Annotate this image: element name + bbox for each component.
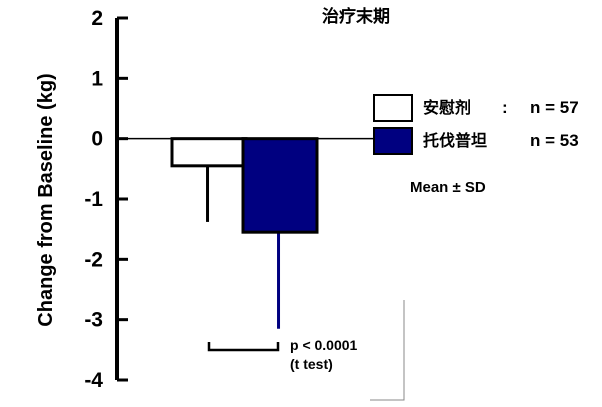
legend-label-tolvaptan: 托伐普坦: [423, 131, 487, 150]
bars: [170, 137, 319, 329]
legend: 安慰剂 : n = 57 托伐普坦 n = 53: [373, 94, 579, 155]
bar-0: [170, 137, 248, 168]
y-axis-label: Change from Baseline (kg): [35, 73, 57, 326]
y-tick-label: -1: [84, 188, 103, 211]
legend-n-tolvaptan: n = 53: [530, 131, 579, 150]
legend-n-placebo: n = 57: [530, 98, 579, 117]
chart-title: 治疗末期: [322, 6, 390, 27]
p-value-text: p < 0.0001: [290, 337, 358, 353]
legend-separator: :: [502, 98, 508, 117]
y-tick-label: -4: [84, 369, 103, 392]
y-tick-label: 0: [91, 128, 103, 151]
significance-bracket: [207, 342, 280, 352]
y-tick-label: -2: [84, 248, 103, 271]
y-tick-label: 2: [91, 7, 103, 30]
y-ticks: 2 1 0 -1 -2 -3 -4: [84, 7, 128, 392]
y-tick-label: 1: [91, 67, 103, 90]
p-value-test: (t test): [290, 356, 333, 372]
legend-swatch-tolvaptan: [373, 127, 413, 155]
frame-corner: [370, 300, 405, 401]
legend-swatch-placebo: [373, 94, 413, 122]
mean-sd-note: Mean ± SD: [410, 179, 486, 196]
legend-label-placebo: 安慰剂: [423, 98, 471, 117]
bar-1: [241, 137, 319, 234]
y-tick-label: -3: [84, 309, 103, 332]
